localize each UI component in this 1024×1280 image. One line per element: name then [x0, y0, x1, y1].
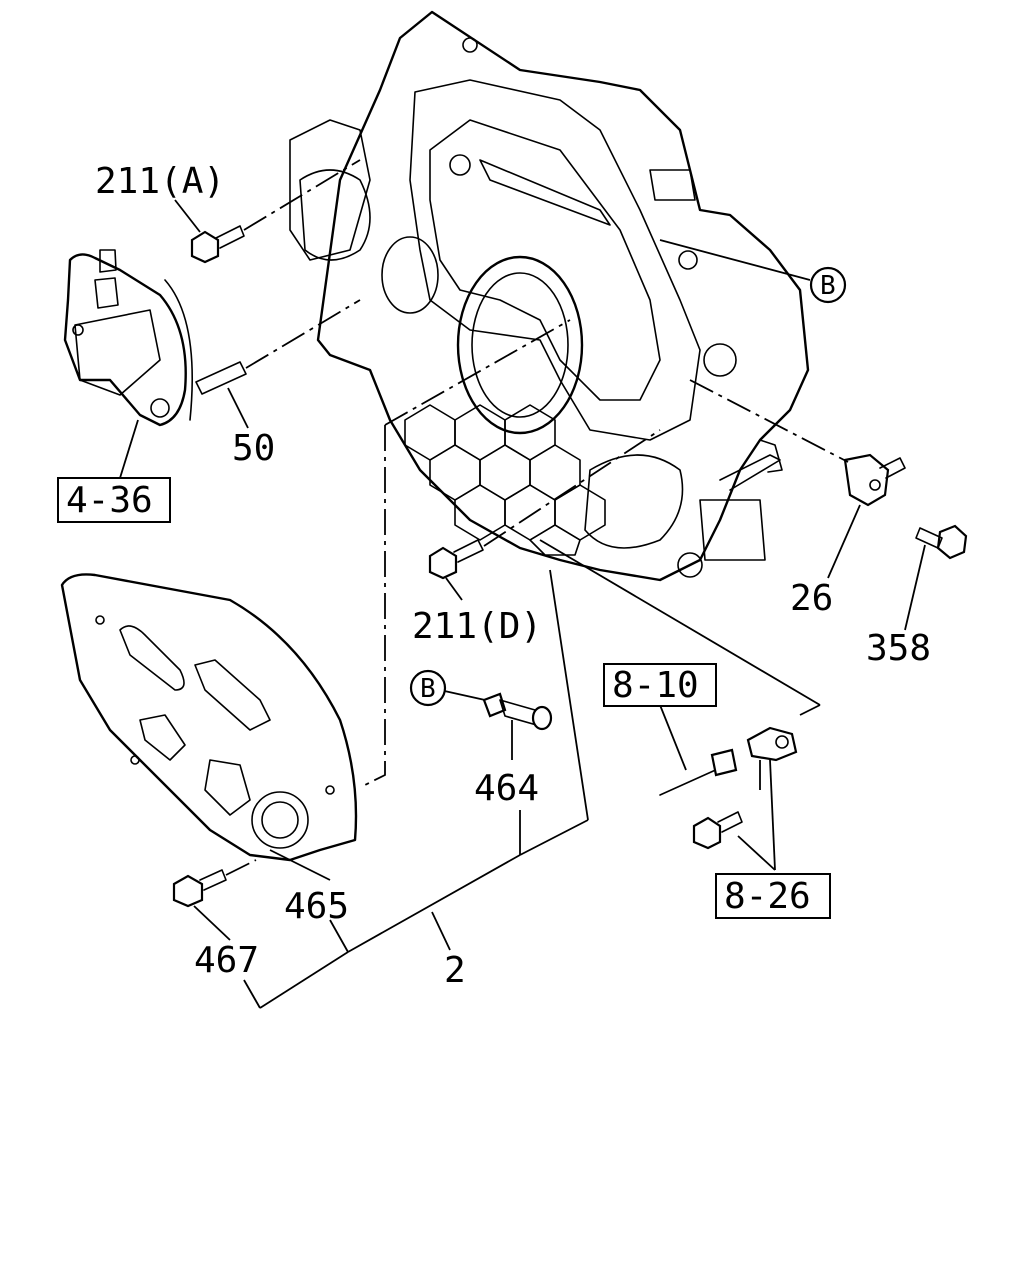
flywheel-housing — [289, 10, 810, 582]
label-2: 2 — [444, 950, 466, 991]
label-467: 467 — [194, 940, 259, 981]
bolt-211d — [428, 429, 661, 580]
sensor-8-10 — [659, 726, 798, 796]
cover-plate-465 — [60, 573, 358, 862]
ref-box-4-36 — [57, 477, 171, 523]
bolt-358 — [915, 524, 968, 560]
label-50: 50 — [232, 428, 275, 469]
label-b-top: B — [820, 271, 836, 301]
pump-assembly — [63, 249, 194, 427]
label-b-mid: B — [420, 674, 436, 704]
fitting-464 — [482, 692, 553, 731]
bolt-211a — [190, 159, 361, 264]
ref-circle-b-top — [809, 266, 847, 304]
label-26: 26 — [790, 578, 833, 619]
label-464: 464 — [474, 768, 539, 809]
label-8-10: 8-10 — [612, 665, 699, 706]
ref-box-8-26 — [715, 873, 831, 919]
sensor-26 — [843, 453, 906, 507]
label-465: 465 — [284, 886, 349, 927]
label-211d: 211(D) — [412, 606, 542, 647]
label-358: 358 — [866, 628, 931, 669]
label-8-26: 8-26 — [724, 876, 811, 917]
bolt-467 — [172, 859, 257, 908]
leader-lines — [119, 199, 926, 1009]
bolt-8-26 — [692, 811, 743, 850]
stud-50 — [195, 299, 361, 395]
label-211a: 211(A) — [95, 161, 225, 202]
label-4-36: 4-36 — [66, 480, 153, 521]
honeycomb-grille — [404, 404, 606, 556]
ref-box-8-10 — [603, 663, 717, 707]
ref-circle-b-mid — [409, 669, 447, 707]
